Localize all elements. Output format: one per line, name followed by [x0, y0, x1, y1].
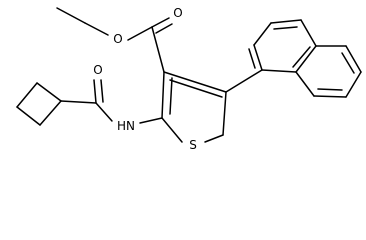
- bond-na-1-inner: [248, 48, 256, 69]
- bond-cb-1-2: [36, 82, 62, 102]
- bond-c5-s: [204, 134, 224, 143]
- bond-na-4: [300, 19, 317, 47]
- bond-nb-2-inner: [341, 52, 355, 74]
- cyclobutane-ring: [16, 82, 62, 126]
- bond-o-ester-carbon: [127, 26, 153, 41]
- bond-c4-c5: [222, 91, 227, 136]
- bond-carbonyl-cyclobutyl: [60, 100, 97, 104]
- bond-c3-c4: [163, 71, 227, 93]
- thiophene-sulfur-label: S: [189, 138, 197, 152]
- bond-ester-carbonyl-double: [155, 23, 173, 34]
- bond-na-2: [253, 22, 272, 46]
- bond-s-c2: [161, 117, 183, 143]
- bond-cb-2-3: [16, 82, 38, 108]
- bond-ethyl-ch2-o: [84, 22, 109, 36]
- bond-nb-3: [345, 71, 362, 98]
- bond-ester-carbon-thiophene: [151, 26, 165, 73]
- bond-c4-naphthyl: [225, 69, 263, 93]
- bond-c2-nh: [139, 117, 163, 124]
- bond-nb-4-inner: [317, 88, 343, 91]
- bond-ester-carbonyl: [151, 17, 170, 28]
- bond-c2-c3: [161, 71, 165, 119]
- bond-ethyl-ch3-ch2: [56, 7, 86, 24]
- bond-c2-c3-inner: [169, 77, 173, 115]
- bond-nb-4: [313, 95, 347, 98]
- bond-na-5-inner: [292, 46, 311, 68]
- chemical-structure: O O O HN S: [16, 6, 362, 152]
- bond-nb-2: [345, 45, 362, 73]
- naphthalene-ring: [225, 19, 362, 98]
- bond-amide-carbonyl: [93, 79, 97, 104]
- bond-c3-c4-inner: [169, 79, 223, 98]
- bond-nh-carbonyl: [95, 102, 113, 122]
- amide-group: [60, 79, 163, 124]
- amide-carbonyl-oxygen-label: O: [93, 63, 102, 77]
- bond-na-3-inner: [273, 26, 298, 30]
- bond-cb-4-1: [39, 100, 62, 126]
- bond-na-6: [261, 69, 297, 73]
- thiophene-ring: [161, 71, 227, 143]
- bond-nb-5: [295, 71, 315, 97]
- ester-carbonyl-oxygen-label: O: [173, 6, 182, 20]
- bond-na-5: [295, 45, 317, 73]
- amide-nitrogen-label: HN: [117, 119, 135, 133]
- bond-na-1: [253, 44, 263, 71]
- bond-cb-3-4: [16, 106, 41, 126]
- ester-ether-oxygen-label: O: [113, 32, 122, 46]
- ester-group: [127, 17, 173, 73]
- bond-na-3: [270, 19, 302, 24]
- ethyl-group: [56, 7, 109, 36]
- bond-amide-carbonyl-double: [100, 79, 104, 103]
